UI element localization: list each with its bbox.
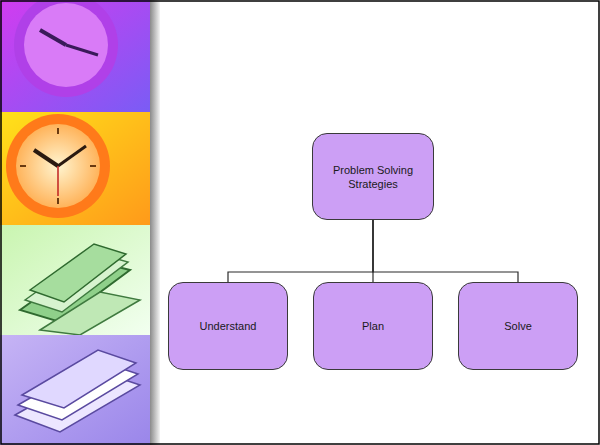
box-label: Solve <box>504 319 532 333</box>
child-box: Solve <box>458 282 578 370</box>
tree-connector <box>228 220 373 282</box>
child-box: Plan <box>313 282 433 370</box>
box-label: Plan <box>362 319 384 333</box>
child-box: Understand <box>168 282 288 370</box>
clock-photo-purple <box>0 0 150 112</box>
box-label: Understand <box>200 319 257 333</box>
root-box: Problem Solving Strategies <box>312 133 434 220</box>
books-photo-green <box>0 225 150 335</box>
strip-divider <box>150 0 160 445</box>
box-label: Problem Solving Strategies <box>321 163 425 191</box>
papers-photo-lavender <box>0 335 150 445</box>
clock-photo-orange <box>0 112 150 225</box>
tree-connector <box>373 220 518 282</box>
